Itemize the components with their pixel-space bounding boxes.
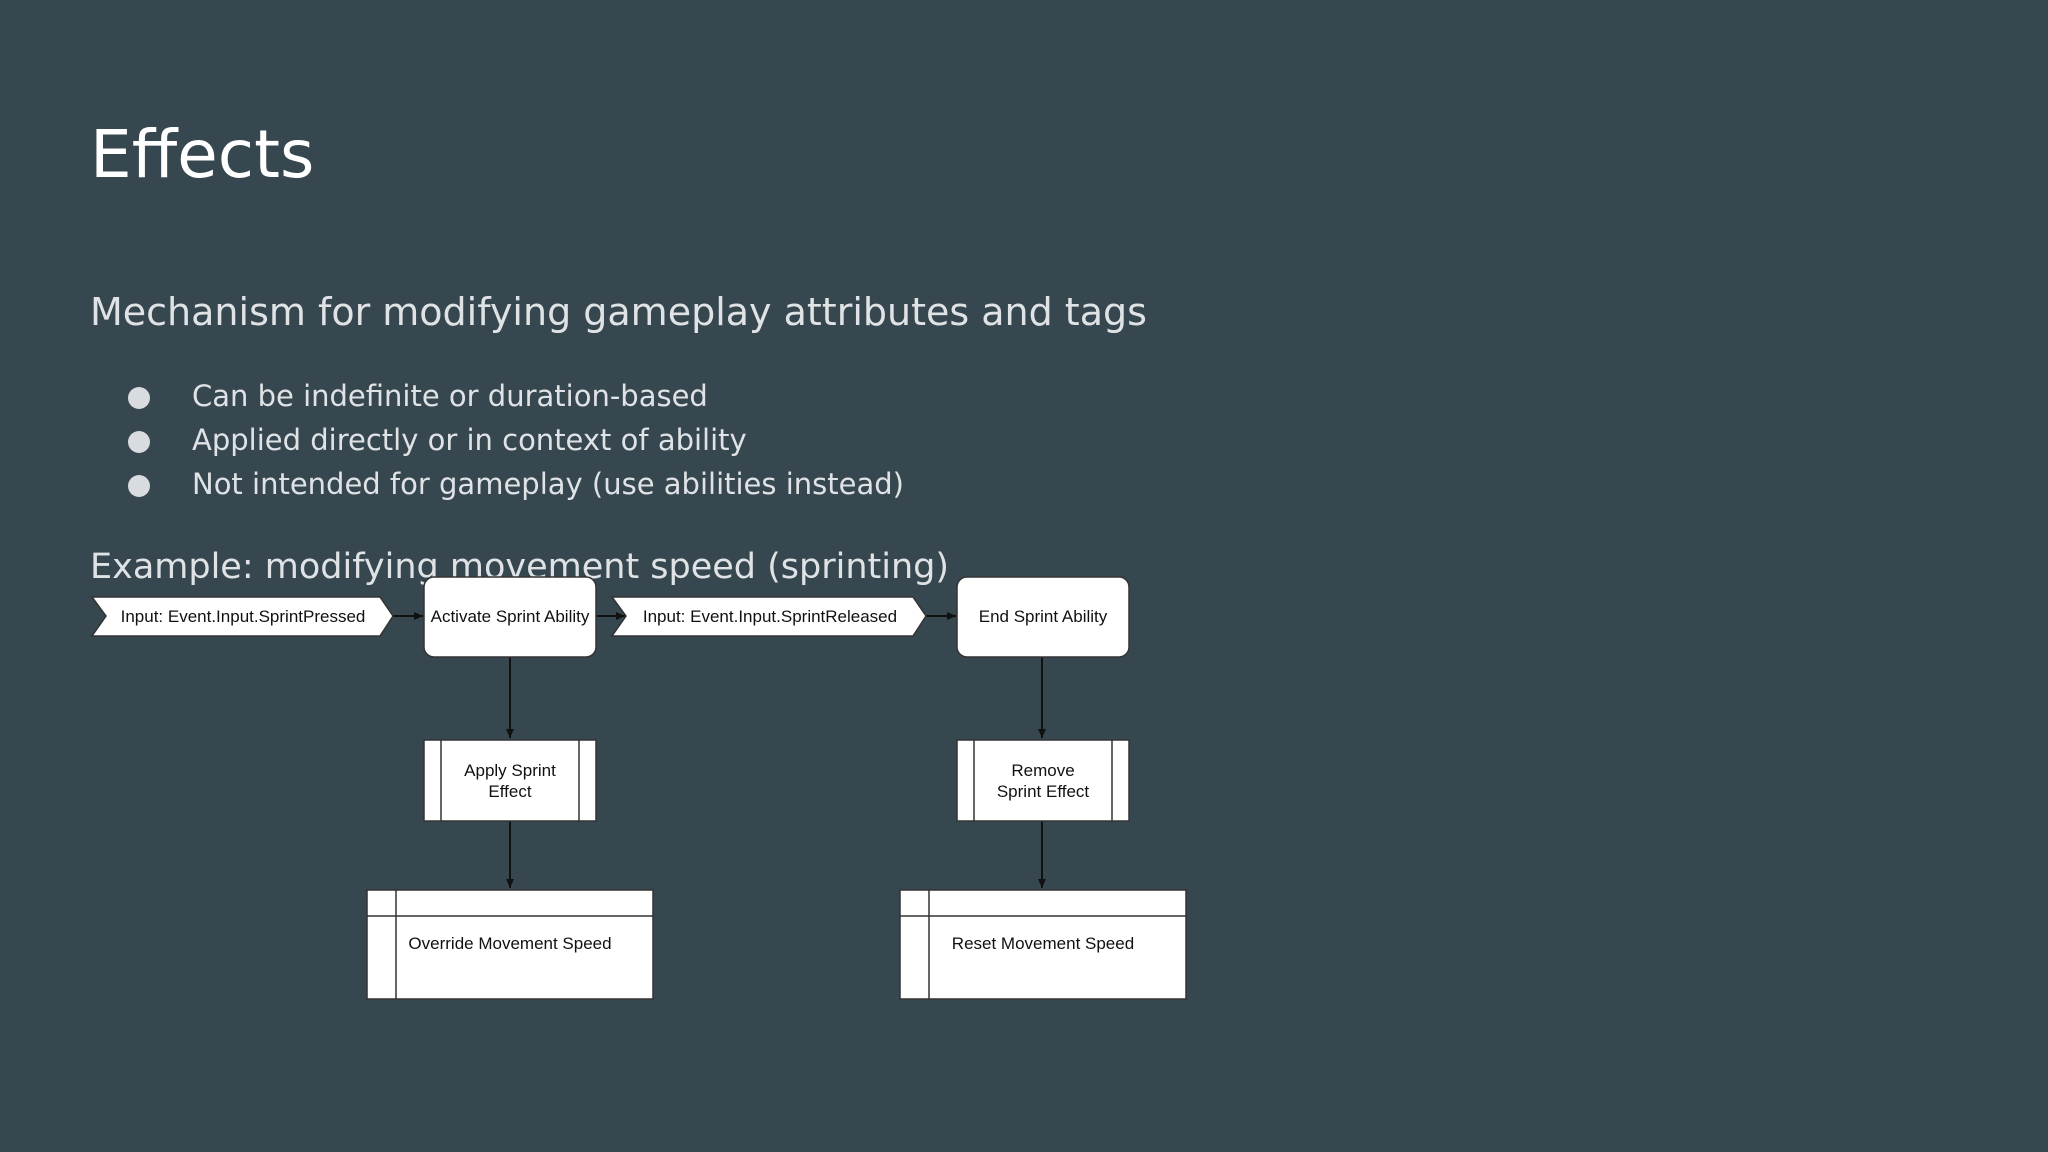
node-end-ability: End Sprint Ability: [956, 576, 1130, 658]
node-input-released-label: Input: Event.Input.SprintReleased: [643, 607, 897, 626]
bullet-text: Not intended for gameplay (use abilities…: [192, 467, 904, 501]
node-remove-effect-label-line2: Sprint Effect: [997, 782, 1090, 801]
slide-title: Effects: [90, 116, 315, 193]
bullet-dot-icon: [128, 387, 150, 409]
node-remove-effect-label-line1: Remove: [1011, 761, 1074, 780]
node-activate-ability: Activate Sprint Ability: [423, 576, 597, 658]
node-reset-speed: Reset Movement Speed: [899, 889, 1187, 1000]
node-input-pressed-label: Input: Event.Input.SprintPressed: [121, 607, 366, 626]
node-input-released: Input: Event.Input.SprintReleased: [610, 596, 927, 637]
slide-subtitle: Mechanism for modifying gameplay attribu…: [90, 290, 1147, 334]
bullet-item: Applied directly or in context of abilit…: [90, 418, 904, 462]
node-remove-effect: Remove Sprint Effect: [956, 739, 1130, 822]
bullet-list: Can be indefinite or duration-based Appl…: [90, 374, 904, 506]
node-activate-ability-label: Activate Sprint Ability: [431, 607, 590, 626]
diagram-edges: [392, 612, 1046, 888]
node-override-speed: Override Movement Speed: [366, 889, 654, 1000]
node-apply-effect: Apply Sprint Effect: [423, 739, 597, 822]
bullet-item: Not intended for gameplay (use abilities…: [90, 462, 904, 506]
node-apply-effect-label-line2: Effect: [488, 782, 531, 801]
bullet-dot-icon: [128, 475, 150, 497]
node-apply-effect-label-line1: Apply Sprint: [464, 761, 556, 780]
node-end-ability-label: End Sprint Ability: [979, 607, 1108, 626]
node-reset-speed-label: Reset Movement Speed: [952, 934, 1134, 953]
node-override-speed-label: Override Movement Speed: [408, 934, 611, 953]
bullet-text: Applied directly or in context of abilit…: [192, 423, 747, 457]
node-input-pressed: Input: Event.Input.SprintPressed: [90, 596, 394, 637]
bullet-item: Can be indefinite or duration-based: [90, 374, 904, 418]
bullet-dot-icon: [128, 431, 150, 453]
bullet-text: Can be indefinite or duration-based: [192, 379, 708, 413]
